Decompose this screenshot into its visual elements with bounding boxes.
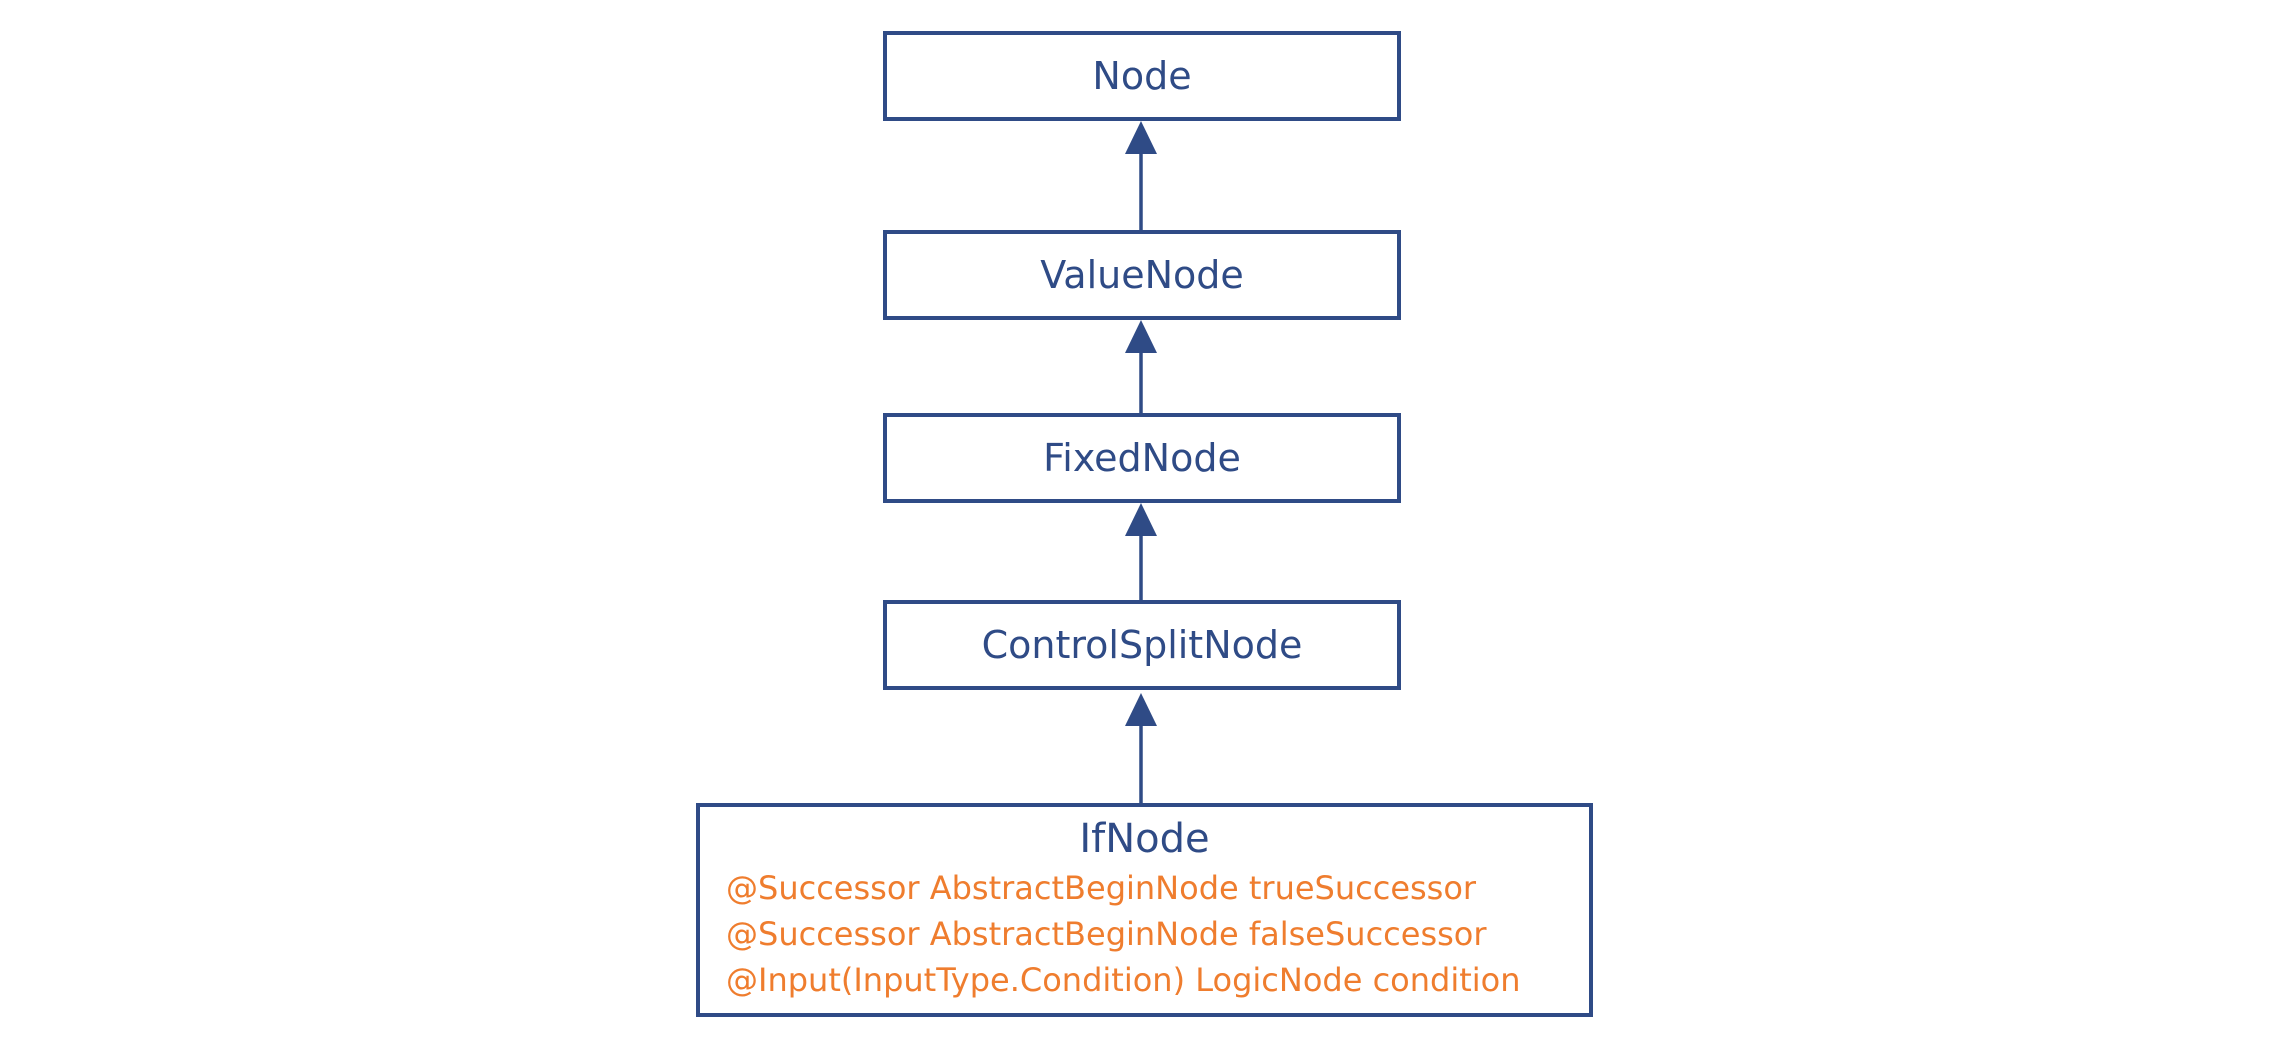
class-box-ifnode: IfNode @Successor AbstractBeginNode true… — [696, 803, 1593, 1017]
annotation-condition-input: @Input(InputType.Condition) LogicNode co… — [726, 961, 1521, 999]
class-name-node: Node — [1092, 54, 1192, 98]
class-box-fixednode: FixedNode — [883, 413, 1401, 503]
class-name-fixednode: FixedNode — [1043, 436, 1241, 480]
inheritance-arrow-fixednode-to-valuenode — [1125, 320, 1157, 413]
inheritance-arrow-valuenode-to-node — [1125, 121, 1157, 230]
annotation-true-successor: @Successor AbstractBeginNode trueSuccess… — [726, 869, 1477, 907]
annotation-false-successor: @Successor AbstractBeginNode falseSucces… — [726, 915, 1487, 953]
inheritance-arrow-controlsplitnode-to-fixednode — [1125, 503, 1157, 600]
class-box-controlsplitnode: ControlSplitNode — [883, 600, 1401, 690]
class-name-ifnode: IfNode — [1079, 816, 1210, 862]
class-name-controlsplitnode: ControlSplitNode — [981, 623, 1303, 667]
class-name-valuenode: ValueNode — [1040, 253, 1244, 297]
class-box-node: Node — [883, 31, 1401, 121]
inheritance-arrow-ifnode-to-controlsplitnode — [1125, 693, 1157, 803]
class-box-valuenode: ValueNode — [883, 230, 1401, 320]
